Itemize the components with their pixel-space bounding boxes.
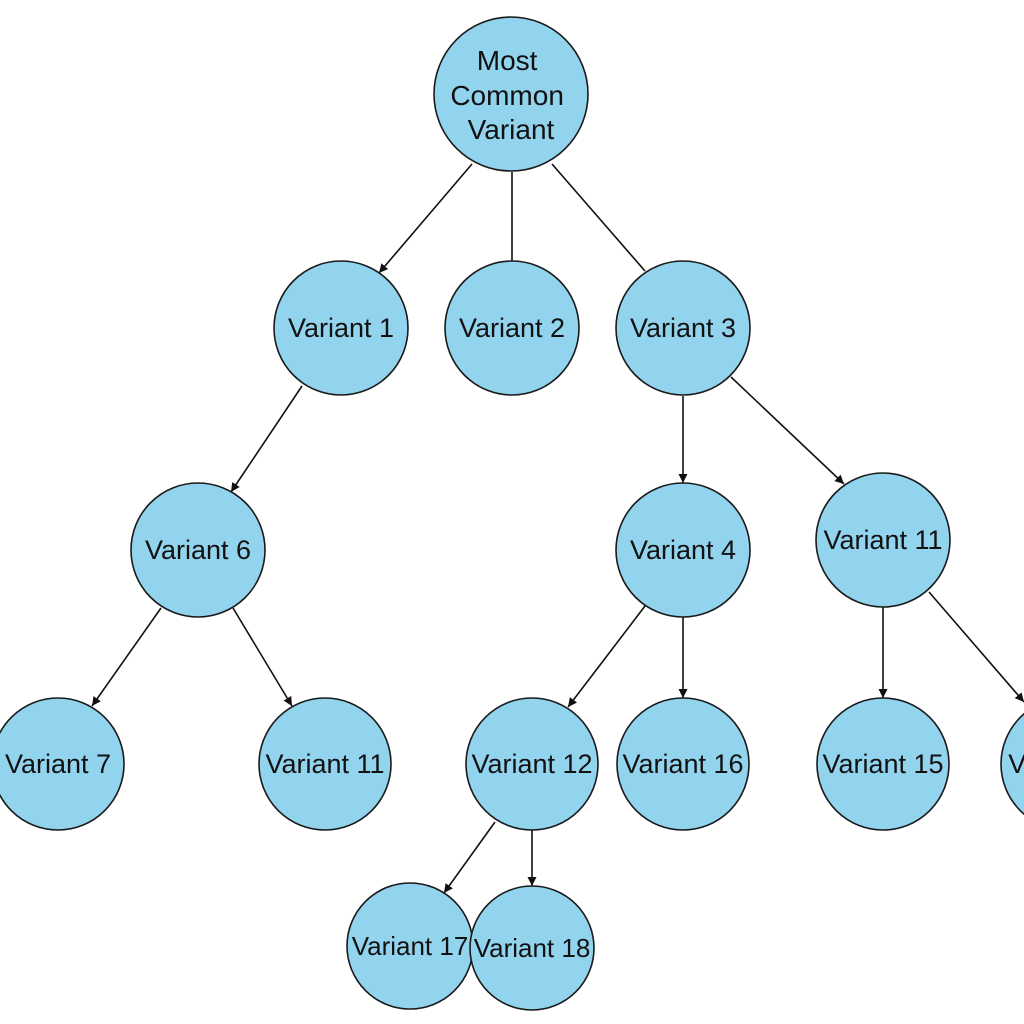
edges-layer xyxy=(91,163,1024,894)
node-root-circle xyxy=(433,16,589,172)
edge-variant-1-to-variant-6 xyxy=(230,385,303,493)
node-variant-3-circle xyxy=(615,260,751,396)
node-variant-12: Variant 12 xyxy=(465,697,599,831)
node-variant-cut-circle xyxy=(1000,712,1024,816)
node-variant-7: Variant 7 xyxy=(0,697,125,831)
node-variant-11-b-circle xyxy=(258,697,392,831)
node-root-label-line-1: Most xyxy=(477,45,538,76)
node-root: Most Common Variant xyxy=(433,16,589,172)
node-variant-2: Variant 2 xyxy=(444,260,580,396)
node-variant-2-circle xyxy=(444,260,580,396)
node-variant-1-circle xyxy=(273,260,409,396)
node-variant-7-label: Variant 7 xyxy=(5,749,111,779)
node-variant-4: Variant 4 xyxy=(615,482,751,618)
node-variant-18-label: Variant 18 xyxy=(474,933,591,963)
node-variant-17-label: Variant 17 xyxy=(352,931,469,961)
node-variant-18-circle xyxy=(469,885,595,1011)
node-variant-3-label: Variant 3 xyxy=(630,313,736,343)
node-root-label: Most Common Variant xyxy=(450,45,571,145)
node-variant-17: Variant 17 xyxy=(346,882,474,1010)
node-variant-6-label: Variant 6 xyxy=(145,535,251,565)
node-variant-11-b-label: Variant 11 xyxy=(265,749,384,779)
node-variant-4-label: Variant 4 xyxy=(630,535,736,565)
node-variant-4-circle xyxy=(615,482,751,618)
edge-variant-11-a-to-variant-cut xyxy=(928,591,1024,703)
nodes-layer: Most Common Variant Variant 1 Variant 2 … xyxy=(0,16,1024,1011)
node-variant-12-label: Variant 12 xyxy=(471,749,592,779)
node-variant-11-b: Variant 11 xyxy=(258,697,392,831)
node-variant-cut: Variant xyxy=(1000,712,1024,816)
node-variant-3: Variant 3 xyxy=(615,260,751,396)
edge-variant-4-to-variant-12 xyxy=(567,605,646,708)
node-root-label-line-3: Variant xyxy=(468,114,555,145)
edge-variant-6-to-variant-11-b xyxy=(232,607,293,707)
edge-variant-6-to-variant-7 xyxy=(91,607,162,707)
edge-root-to-variant-3 xyxy=(551,163,646,272)
node-variant-7-circle xyxy=(0,697,125,831)
node-variant-15: Variant 15 xyxy=(816,697,950,831)
node-variant-1-label: Variant 1 xyxy=(288,313,394,343)
node-variant-6: Variant 6 xyxy=(130,482,266,618)
node-variant-15-circle xyxy=(816,697,950,831)
edge-root-to-variant-1 xyxy=(378,163,473,274)
node-variant-11-a-label: Variant 11 xyxy=(823,525,942,555)
node-variant-15-label: Variant 15 xyxy=(822,749,943,779)
node-variant-18: Variant 18 xyxy=(469,885,595,1011)
edge-variant-3-to-variant-11-a xyxy=(730,376,845,485)
node-variant-11-a: Variant 11 xyxy=(815,472,951,608)
node-variant-16-circle xyxy=(616,697,750,831)
node-variant-2-label: Variant 2 xyxy=(459,313,565,343)
node-variant-1: Variant 1 xyxy=(273,260,409,396)
node-variant-12-circle xyxy=(465,697,599,831)
node-variant-16: Variant 16 xyxy=(616,697,750,831)
node-variant-6-circle xyxy=(130,482,266,618)
edge-variant-12-to-variant-17 xyxy=(443,821,496,894)
node-variant-11-a-circle xyxy=(815,472,951,608)
node-variant-cut-label: Variant xyxy=(1008,749,1024,779)
node-variant-16-label: Variant 16 xyxy=(622,749,743,779)
node-root-label-line-2: Common xyxy=(450,80,564,111)
